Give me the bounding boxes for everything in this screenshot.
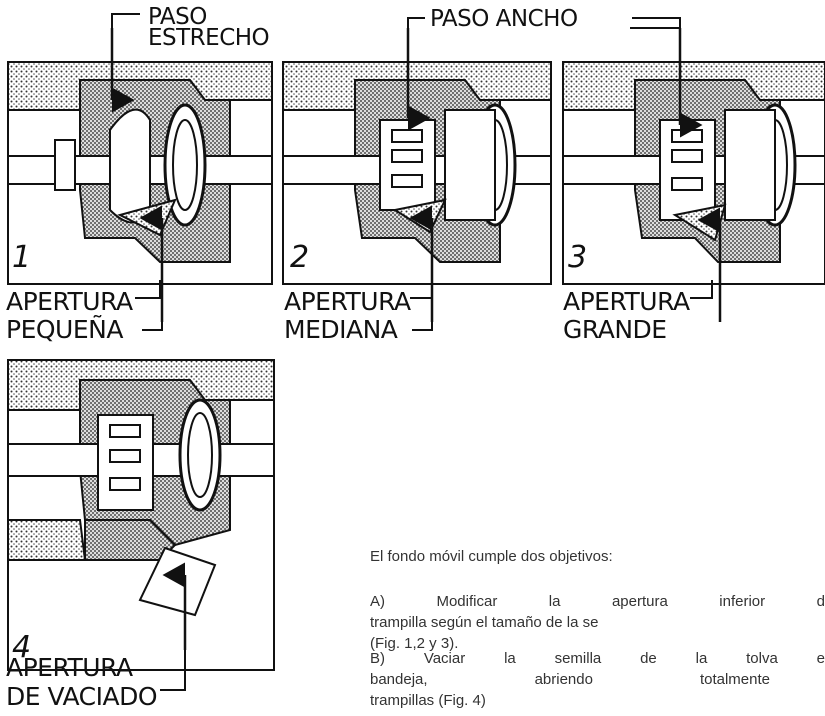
paso-estrecho-line2: ESTRECHO bbox=[148, 25, 270, 51]
panel-2-illustration bbox=[282, 28, 552, 331]
panel-4-caption-line2: DE VACIADO bbox=[6, 682, 158, 711]
panel-1-caption-line1: APERTURA bbox=[6, 287, 133, 316]
panel-3-number: 3 bbox=[568, 240, 588, 275]
panel-4-illustration bbox=[7, 359, 275, 691]
panel-4-number: 4 bbox=[12, 630, 32, 665]
description-b-line3: trampillas (Fig. 4) bbox=[370, 692, 486, 709]
panel-1-caption-line2: PEQUEÑA bbox=[6, 315, 123, 344]
paso-ancho-label: PASO ANCHO bbox=[430, 6, 578, 32]
panel-1-number: 1 bbox=[12, 240, 32, 275]
paso-ancho-bracket bbox=[407, 17, 425, 28]
panel-2-caption-line2: MEDIANA bbox=[284, 315, 398, 344]
panel-3-illustration bbox=[562, 27, 825, 322]
panel-2-caption-line1: APERTURA bbox=[284, 287, 411, 316]
panel-2-number: 2 bbox=[290, 240, 310, 275]
paso-estrecho-line1: PASO bbox=[148, 4, 207, 30]
description-a-line1: A) Modificar la apertura inferior d bbox=[370, 593, 825, 610]
description-a-line2: trampilla según el tamaño de la se bbox=[370, 614, 599, 631]
panel-4-caption-line1: APERTURA bbox=[6, 653, 133, 682]
description-b-line2: bandeja, abriendo totalmente bbox=[370, 671, 770, 688]
panel-1-illustration bbox=[7, 13, 273, 331]
description-b-line1: B) Vaciar la semilla de la tolva e bbox=[370, 650, 825, 667]
description-intro: El fondo móvil cumple dos objetivos: bbox=[370, 548, 613, 565]
panel-3-caption-line1: APERTURA bbox=[563, 287, 690, 316]
panel-3-caption-line2: GRANDE bbox=[563, 315, 667, 344]
description-a-line3: (Fig. 1,2 y 3). bbox=[370, 635, 459, 652]
